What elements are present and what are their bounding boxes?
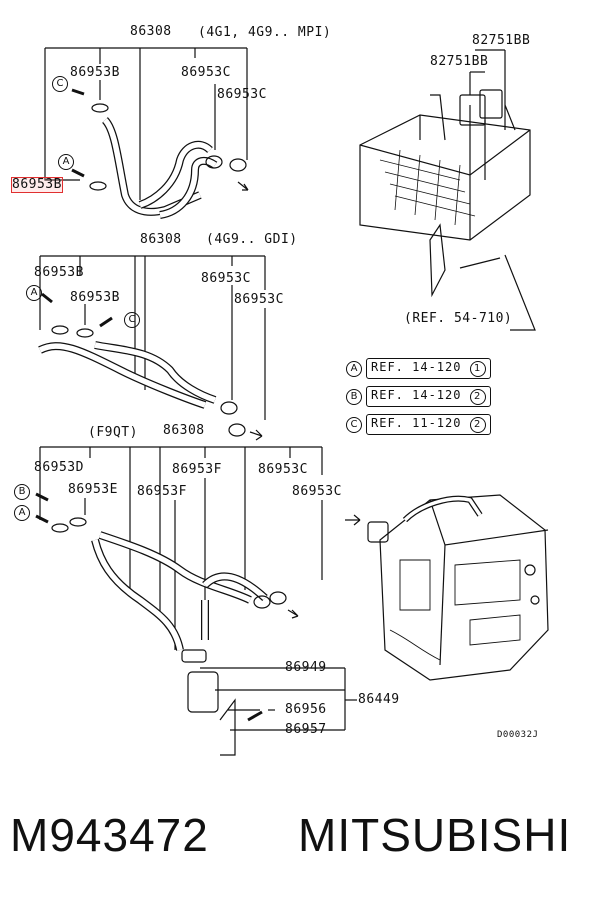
ref-marker-a: A [58,154,74,170]
legend-key: C [346,416,362,433]
legend-row: B REF. 14-120 2 [346,386,491,407]
part-label[interactable]: 86953F [172,462,222,477]
ref-marker-c: C [124,312,140,328]
part-label[interactable]: 86953C [217,87,267,102]
section3-variant: (F9QT) [88,425,138,440]
section2-variant: (4G9.. GDI) [206,232,298,247]
part-label[interactable]: 86953C [234,292,284,307]
section1-variant: (4G1, 4G9.. MPI) [198,25,332,40]
part-label[interactable]: 86953C [181,65,231,80]
part-label[interactable]: 86953F [137,484,187,499]
ref-marker-b: B [14,484,30,500]
part-number: M943472 [10,809,209,861]
part-label[interactable]: 86953D [34,460,84,475]
part-label[interactable]: 86949 [285,660,327,675]
part-label[interactable]: 86956 [285,702,327,717]
part-label[interactable]: 86953B [70,65,120,80]
legend-row: C REF. 11-120 2 [346,414,491,435]
legend-ref-num: 1 [469,361,486,377]
part-label[interactable]: 86953E [68,482,118,497]
legend-key: B [346,388,362,405]
legend-ref-text: REF. 11-120 [371,416,462,430]
part-label[interactable]: 86953B [70,290,120,305]
legend-key: A [346,360,362,377]
part-label[interactable]: 86449 [358,692,400,707]
legend-ref-text: REF. 14-120 [371,388,462,402]
legend-ref-num: 2 [469,417,486,433]
legend-ref-num: 2 [469,389,486,405]
part-label[interactable]: 86953C [292,484,342,499]
legend-ref[interactable]: REF. 11-120 2 [366,414,491,435]
legend-row: A REF. 14-120 1 [346,358,491,379]
ref-marker-a: A [14,505,30,521]
legend-ref-text: REF. 14-120 [371,360,462,374]
part-label[interactable]: 86953C [258,462,308,477]
relay-ref[interactable]: (REF. 54-710) [404,311,513,326]
part-label[interactable]: 86957 [285,722,327,737]
ref-marker-c: C [52,76,68,92]
parts-diagram: 86308 (4G1, 4G9.. MPI) 86953B 86953C 869… [11,24,549,756]
part-label[interactable]: 86953C [201,271,251,286]
part-label[interactable]: 82751BB [430,54,489,69]
diagram-lines [35,47,549,756]
legend-ref[interactable]: REF. 14-120 1 [366,358,491,379]
section1-title: 86308 [130,24,172,39]
section3-title: 86308 [163,423,205,438]
part-label[interactable]: 86953B [34,265,84,280]
legend-ref[interactable]: REF. 14-120 2 [366,386,491,407]
section2-title: 86308 [140,232,182,247]
drawing-code: D00032J [497,730,539,740]
brand-name: MITSUBISHI [298,809,572,861]
part-label[interactable]: 82751BB [472,33,531,48]
ref-marker-a: A [26,285,42,301]
part-label-highlighted[interactable]: 86953B [11,177,63,193]
